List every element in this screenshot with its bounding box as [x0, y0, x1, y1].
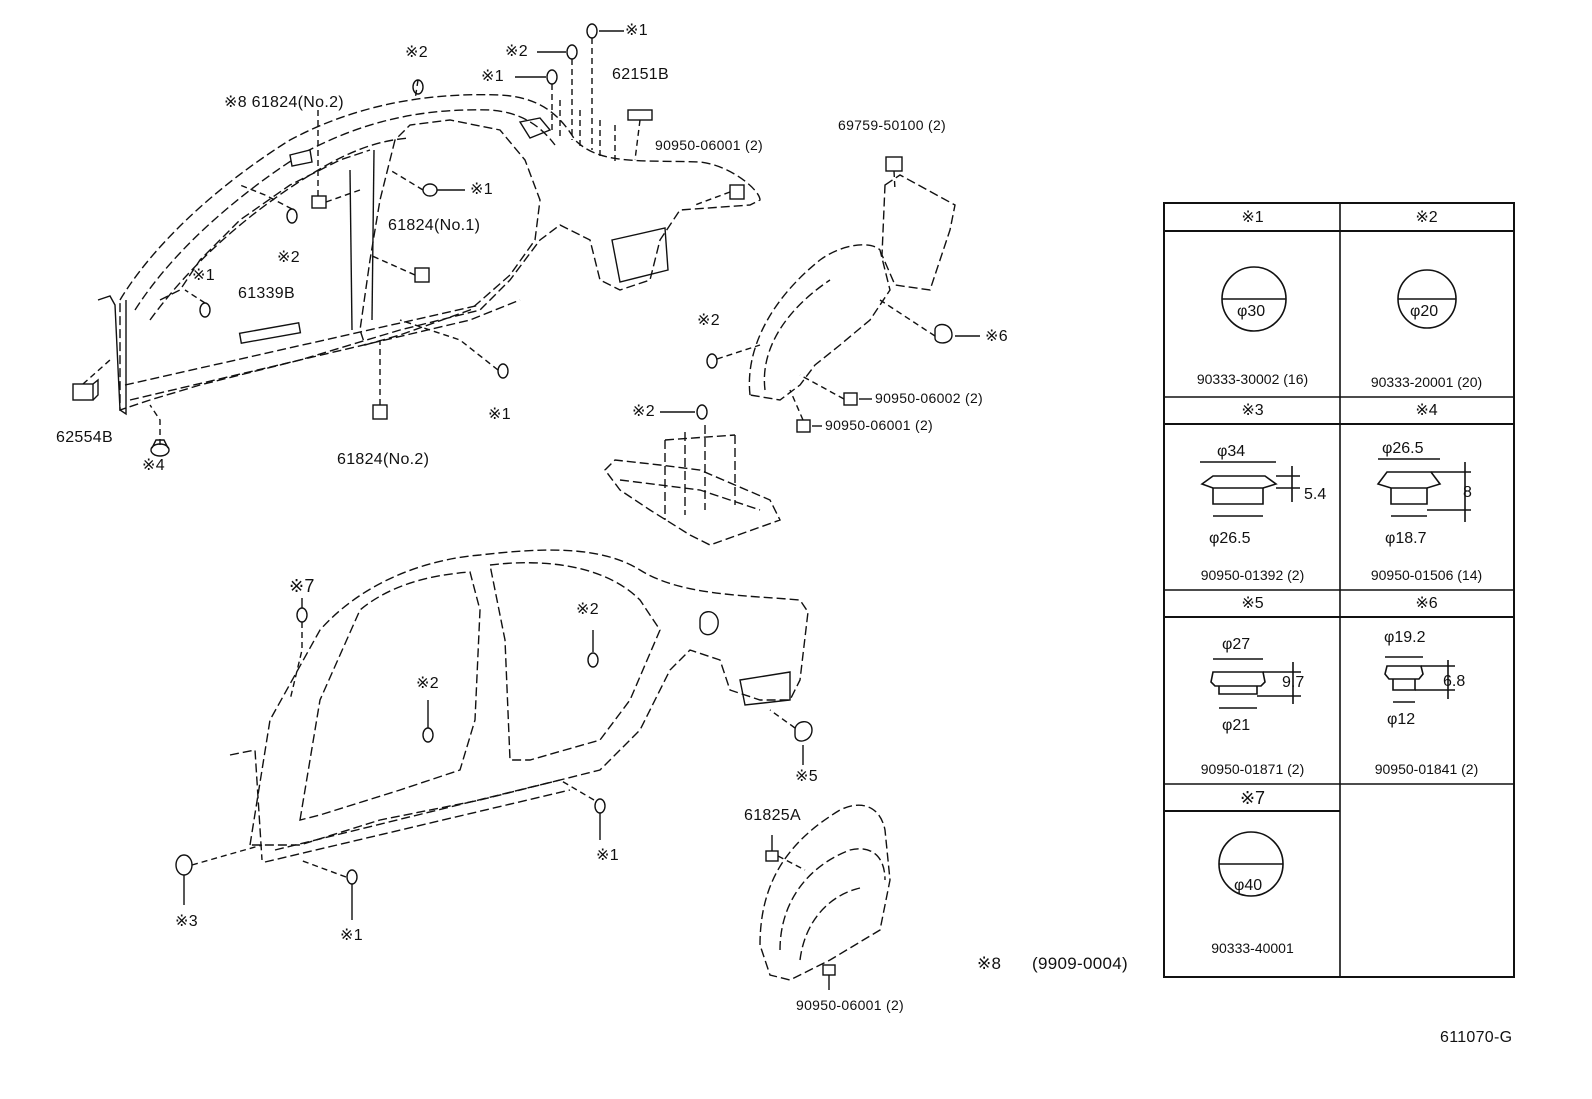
- callout-90950-06001-b: 90950-06001 (2): [825, 417, 934, 433]
- callout-s1-top: ※1: [625, 22, 648, 39]
- legend-head-s6: ※6: [1340, 590, 1513, 618]
- legend-s2-diameter: φ20: [1410, 303, 1439, 320]
- leader-solid-upper: [437, 30, 624, 191]
- callout-61824-no1: 61824(No.1): [388, 217, 481, 234]
- leader-lines-upper: [82, 38, 731, 445]
- legend-s7-diameter: φ40: [1234, 877, 1263, 894]
- legend-s3-part: 90950-01392 (2): [1200, 567, 1305, 583]
- legend-s4-top-dia: φ26.5: [1382, 440, 1424, 457]
- note-s8-mark: ※8: [977, 954, 1002, 973]
- callout-s4: ※4: [142, 457, 165, 474]
- callout-s2-floor: ※2: [632, 403, 655, 420]
- callout-61825A: 61825A: [744, 807, 801, 824]
- legend-s1-part: 90333-30002 (16): [1196, 371, 1309, 387]
- callout-s2-b: ※2: [277, 249, 300, 266]
- plug-62554B-shape: [72, 383, 94, 401]
- legend-s5-part: 90950-01871 (2): [1200, 761, 1305, 777]
- callout-s8-61824-no2: ※8 61824(No.2): [224, 94, 344, 111]
- callout-69759-50100: 69759-50100 (2): [838, 117, 947, 133]
- rear-fender-liner: [759, 804, 891, 981]
- callout-s7: ※7: [289, 576, 315, 596]
- callout-90950-06002: 90950-06002 (2): [875, 390, 984, 406]
- legend-s6-height: 6.8: [1443, 673, 1466, 690]
- callout-s5: ※5: [795, 768, 818, 785]
- callout-s2-side2: ※2: [576, 601, 599, 618]
- callout-s2-wheel: ※2: [697, 312, 720, 329]
- callout-62554B: 62554B: [56, 429, 113, 446]
- legend-s6-top-dia: φ19.2: [1384, 629, 1426, 646]
- legend-s6-bottom-dia: φ12: [1387, 711, 1416, 728]
- legend-head-s4: ※4: [1340, 397, 1513, 425]
- legend-s5-height: 9.7: [1282, 674, 1305, 691]
- callout-90950-06001-c: 90950-06001 (2): [796, 997, 905, 1013]
- rear-wheelhouse-inner: [748, 174, 956, 401]
- callout-90950-06001-a: 90950-06001 (2): [655, 137, 764, 153]
- diagram-id: 611070-G: [1440, 1029, 1513, 1046]
- legend-head-s3: ※3: [1165, 397, 1340, 425]
- callout-61339B: 61339B: [238, 285, 295, 302]
- legend-s4-bottom-dia: φ18.7: [1385, 530, 1427, 547]
- upper-body-side-panel: [119, 93, 761, 411]
- upper-inner-details: [97, 117, 669, 416]
- legend-grid: [1165, 204, 1513, 976]
- callout-s1-b: ※1: [470, 181, 493, 198]
- callout-s1-top2: ※1: [481, 68, 504, 85]
- legend-s1-diameter: φ30: [1237, 303, 1266, 320]
- callout-s1-a: ※1: [192, 267, 215, 284]
- legend-head-s5: ※5: [1165, 590, 1340, 618]
- legend-s2-part: 90333-20001 (20): [1370, 374, 1483, 390]
- callout-61824-no2-b: 61824(No.2): [337, 451, 430, 468]
- rear-floor-pan: [604, 425, 781, 546]
- callout-s2-a: ※2: [405, 44, 428, 61]
- legend-s6-part: 90950-01841 (2): [1374, 761, 1479, 777]
- callout-s6: ※6: [985, 328, 1008, 345]
- callout-s1-side: ※1: [596, 847, 619, 864]
- legend-head-s2: ※2: [1340, 204, 1513, 232]
- legend-s5-bottom-dia: φ21: [1222, 717, 1251, 734]
- legend-s4-height: 8: [1463, 484, 1472, 501]
- lower-body-side-outer: [229, 549, 809, 863]
- callout-62151B: 62151B: [612, 66, 669, 83]
- pad-61339B-shape: [238, 322, 302, 344]
- callout-s2-top: ※2: [505, 43, 528, 60]
- legend-s3-bottom-dia: φ26.5: [1209, 530, 1251, 547]
- callout-s1-c: ※1: [488, 406, 511, 423]
- callout-s1-bottom: ※1: [340, 927, 363, 944]
- clip-legend-table: ※1 ※2 ※3 ※4 ※5 ※6 ※7 φ30 φ20 φ34 φ26.5 5…: [1163, 202, 1515, 978]
- legend-head-s7: ※7: [1165, 784, 1340, 812]
- legend-s5-top-dia: φ27: [1222, 636, 1251, 653]
- note-s8-code: (9909-0004): [1032, 954, 1128, 973]
- legend-head-s1: ※1: [1165, 204, 1340, 232]
- legend-s3-top-dia: φ34: [1217, 443, 1246, 460]
- callout-s2-side1: ※2: [416, 675, 439, 692]
- legend-s3-height: 5.4: [1304, 486, 1327, 503]
- legend-s7-part: 90333-40001: [1211, 940, 1294, 956]
- legend-s4-part: 90950-01506 (14): [1370, 567, 1483, 583]
- callout-s3: ※3: [175, 913, 198, 930]
